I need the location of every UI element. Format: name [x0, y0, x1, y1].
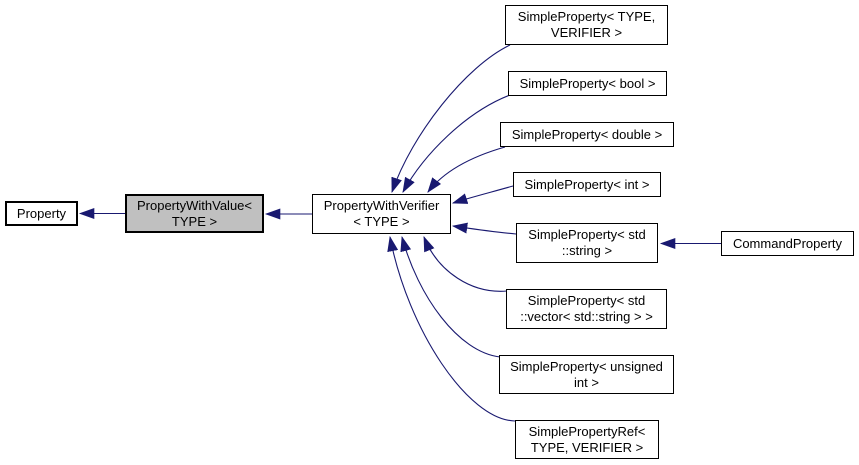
- node-simpleproperty-bool-label: SimpleProperty< bool >: [519, 75, 656, 91]
- node-simplepropertyref[interactable]: SimplePropertyRef< TYPE, VERIFIER >: [515, 420, 659, 459]
- node-simpleproperty-type-verifier-label-line1: SimpleProperty< TYPE,: [517, 9, 656, 24]
- node-simpleproperty-int[interactable]: SimpleProperty< int >: [513, 172, 661, 197]
- node-property-with-verifier[interactable]: PropertyWithVerifier < TYPE >: [312, 194, 451, 234]
- node-property-label: Property: [16, 205, 67, 221]
- node-simpleproperty-type-verifier[interactable]: SimpleProperty< TYPE, VERIFIER >: [505, 5, 668, 45]
- node-simpleproperty-vector-label-line1: SimpleProperty< std: [527, 293, 646, 308]
- node-simpleproperty-int-label: SimpleProperty< int >: [524, 176, 650, 192]
- node-simplepropertyref-label-line2: TYPE, VERIFIER >: [530, 439, 644, 455]
- node-simpleproperty-bool[interactable]: SimpleProperty< bool >: [508, 71, 667, 96]
- edge-sp-double-to-propertywithverifier: [427, 146, 506, 193]
- node-simpleproperty-unsigned-int[interactable]: SimpleProperty< unsigned int >: [499, 355, 674, 394]
- node-property-with-verifier-label-line1: PropertyWithVerifier: [323, 198, 440, 213]
- edge-sp-int-to-propertywithverifier: [451, 185, 514, 204]
- edge-sp-bool-to-propertywithverifier: [402, 94, 511, 193]
- node-simpleproperty-vector[interactable]: SimpleProperty< std ::vector< std::strin…: [506, 289, 667, 329]
- edge-sp-vector-to-propertywithverifier: [423, 235, 508, 292]
- edge-sp-std-string-to-propertywithverifier: [451, 222, 517, 235]
- node-simpleproperty-double-label: SimpleProperty< double >: [511, 126, 663, 142]
- node-simpleproperty-std-string-label-line1: SimpleProperty< std: [528, 227, 646, 242]
- node-simpleproperty-std-string[interactable]: SimpleProperty< std ::string >: [516, 223, 658, 263]
- edge-sp-type-verifier-to-propertywithverifier: [391, 44, 511, 194]
- edge-sp-unsigned-int-to-propertywithverifier: [400, 235, 501, 358]
- node-command-property-label: CommandProperty: [732, 235, 843, 251]
- node-simplepropertyref-label-line1: SimplePropertyRef<: [528, 423, 646, 439]
- node-simpleproperty-unsigned-int-label-line2: int >: [574, 374, 599, 390]
- node-simpleproperty-unsigned-int-label-line1: SimpleProperty< unsigned: [510, 358, 663, 374]
- node-command-property[interactable]: CommandProperty: [721, 231, 854, 256]
- node-property-with-value[interactable]: PropertyWithValue< TYPE >: [125, 194, 264, 233]
- node-property-with-value-label-line1: PropertyWithValue<: [136, 197, 252, 213]
- node-property-with-value-label-line2: TYPE >: [171, 213, 218, 229]
- node-simpleproperty-double[interactable]: SimpleProperty< double >: [500, 122, 674, 147]
- node-simpleproperty-std-string-label-line2: ::string >: [561, 243, 613, 258]
- node-property[interactable]: Property: [5, 201, 78, 226]
- node-simpleproperty-vector-label-line2: ::vector< std::string > >: [520, 309, 653, 324]
- node-simpleproperty-type-verifier-label-line2: VERIFIER >: [550, 25, 623, 40]
- node-property-with-verifier-label-line2: < TYPE >: [353, 214, 410, 229]
- edge-sp-ref-to-propertywithverifier: [387, 235, 516, 422]
